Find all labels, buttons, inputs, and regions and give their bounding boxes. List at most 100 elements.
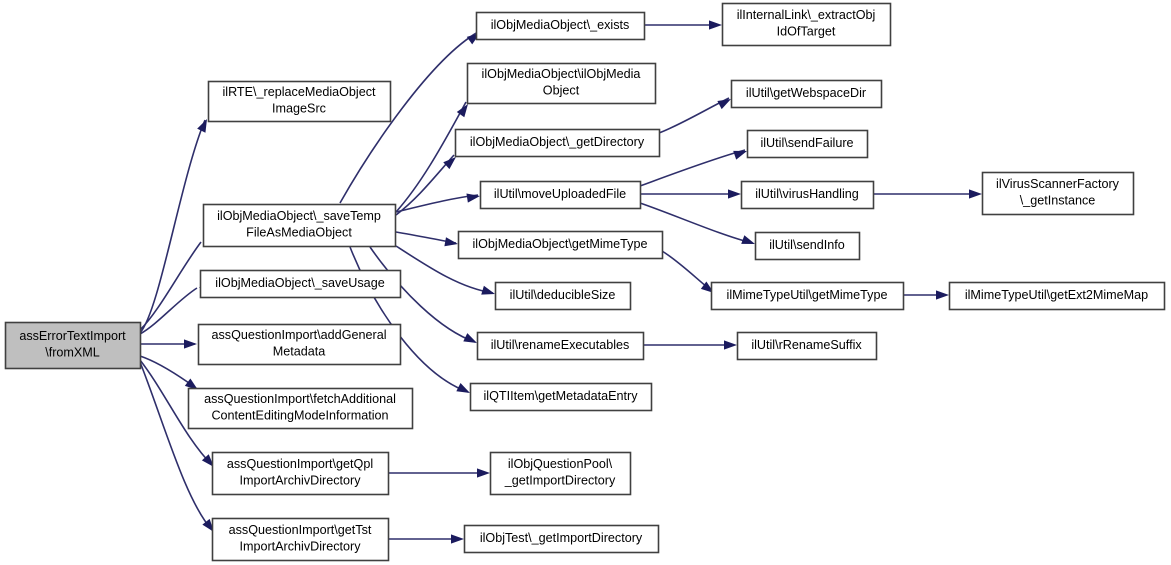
node-box-ext2mimemap[interactable] [948,281,1166,311]
edge-arrowhead-icon [936,290,949,300]
edge-arrowhead-icon [456,382,470,393]
node-label-getdirectory: ilObjMediaObject\_getDirectory [470,135,645,149]
call-edge-root-to-saveusage [139,287,198,335]
nodes-layer: assErrorTextImport \fromXML ilRTE\_replace… [4,2,1166,562]
node-label-root: \fromXML [45,346,100,360]
call-edge-savetemp-to-getmetadataentry [349,246,469,393]
graph-node-getqpl[interactable]: assQuestionImport\getQplImportArchivDire… [211,451,390,496]
node-box-virushandling[interactable] [740,180,875,210]
node-box-gettst[interactable] [211,517,390,562]
graph-node-virusfactory[interactable]: ilVirusScannerFactory\_getInstance [981,171,1135,216]
node-box-savetemp[interactable] [202,203,397,248]
node-box-saveusage[interactable] [199,269,402,299]
graph-node-rrenamesuffix[interactable]: ilUtil\rRenameSuffix [736,331,878,361]
node-box-moveuploaded[interactable] [479,180,642,210]
edge-arrowhead-icon [741,235,755,244]
graph-node-exists[interactable]: ilObjMediaObject\_exists [475,11,646,41]
node-box-ctor[interactable] [466,62,657,105]
node-label-moveuploaded: ilUtil\moveUploadedFile [494,187,626,201]
node-box-testimportdir[interactable] [463,524,660,554]
node-box-sendfailure[interactable] [746,129,869,159]
node-label-root: assErrorTextImport [19,329,126,343]
node-label-getqpl: assQuestionImport\getQpl [227,457,373,471]
node-label-getmimetype_mob: ilObjMediaObject\getMimeType [473,237,648,251]
graph-node-fetchadditional[interactable]: assQuestionImport\fetchAdditionalContent… [187,387,414,430]
graph-node-saveusage[interactable]: ilObjMediaObject\_saveUsage [199,269,402,299]
graph-node-getmimetype_mob[interactable]: ilObjMediaObject\getMimeType [457,230,664,260]
node-label-webspacedir: ilUtil\getWebspaceDir [746,86,866,100]
graph-node-sendfailure[interactable]: ilUtil\sendFailure [746,129,869,159]
node-box-deduciblesize[interactable] [494,281,632,311]
node-box-renameexec[interactable] [476,331,645,361]
node-label-addgeneral: Metadata [273,345,326,359]
node-label-gettst: ImportArchivDirectory [239,540,361,554]
edge-arrowhead-icon [184,339,197,349]
node-box-virusfactory[interactable] [981,171,1135,216]
edge-arrowhead-icon [969,189,982,199]
graph-node-moveuploaded[interactable]: ilUtil\moveUploadedFile [479,180,642,210]
graph-node-qpoolimportdir[interactable]: ilObjQuestionPool\_getImportDirectory [489,451,632,496]
edge-arrowhead-icon [451,534,464,544]
node-box-getdirectory[interactable] [454,128,661,158]
edge-arrowhead-icon [184,378,198,390]
node-label-ilrte: ilRTE\_replaceMediaObject [222,85,376,99]
graph-node-webspacedir[interactable]: ilUtil\getWebspaceDir [730,79,883,109]
node-box-webspacedir[interactable] [730,79,883,109]
graph-node-gettst[interactable]: assQuestionImport\getTstImportArchivDire… [211,517,390,562]
graph-node-ext2mimemap[interactable]: ilMimeTypeUtil\getExt2MimeMap [948,281,1166,311]
node-label-sendinfo: ilUtil\sendInfo [769,238,845,252]
node-box-rrenamesuffix[interactable] [736,331,878,361]
node-box-qpoolimportdir[interactable] [489,451,632,496]
node-label-getmetadataentry: ilQTIItem\getMetadataEntry [484,389,639,403]
node-label-virusfactory: ilVirusScannerFactory [996,177,1120,191]
call-edge-root-to-ilrte [139,119,206,334]
node-label-extractobjid: ilInternalLink\_extractObj [737,8,876,22]
graph-node-deduciblesize[interactable]: ilUtil\deducibleSize [494,281,632,311]
node-label-mimeutil: ilMimeTypeUtil\getMimeType [727,288,888,302]
edge-arrowhead-icon [477,468,490,478]
graph-node-virushandling[interactable]: ilUtil\virusHandling [740,180,875,210]
node-label-virushandling: ilUtil\virusHandling [755,187,859,201]
node-label-renameexec: ilUtil\renameExecutables [491,338,630,352]
node-box-ilrte[interactable] [207,80,392,123]
graph-node-testimportdir[interactable]: ilObjTest\_getImportDirectory [463,524,660,554]
edge-arrowhead-icon [456,104,468,118]
graph-node-renameexec[interactable]: ilUtil\renameExecutables [476,331,645,361]
node-box-extractobjid[interactable] [721,2,892,47]
node-box-root[interactable] [4,321,142,370]
node-box-addgeneral[interactable] [197,323,402,366]
call-edge-getdirectory-to-webspacedir [658,97,730,134]
node-label-extractobjid: IdOfTarget [777,25,836,39]
graph-node-getdirectory[interactable]: ilObjMediaObject\_getDirectory [454,128,661,158]
graph-node-getmetadataentry[interactable]: ilQTIItem\getMetadataEntry [469,382,653,412]
node-box-fetchadditional[interactable] [187,387,414,430]
node-box-exists[interactable] [475,11,646,41]
graph-node-ctor[interactable]: ilObjMediaObject\ilObjMediaObject [466,62,657,105]
edge-arrowhead-icon [197,119,207,133]
node-box-getmimetype_mob[interactable] [457,230,664,260]
node-box-getmetadataentry[interactable] [469,382,653,412]
node-label-savetemp: ilObjMediaObject\_saveTemp [217,209,381,223]
graph-node-sendinfo[interactable]: ilUtil\sendInfo [754,231,861,261]
node-label-testimportdir: ilObjTest\_getImportDirectory [480,531,643,545]
node-label-rrenamesuffix: ilUtil\rRenameSuffix [751,338,862,352]
edge-arrowhead-icon [444,237,458,247]
node-box-sendinfo[interactable] [754,231,861,261]
graph-node-savetemp[interactable]: ilObjMediaObject\_saveTempFileAsMediaObj… [202,203,397,248]
graph-node-root[interactable]: assErrorTextImport \fromXML [4,321,142,370]
call-edge-savetemp-to-ctor [395,101,467,213]
graph-node-mimeutil[interactable]: ilMimeTypeUtil\getMimeType [710,281,905,311]
edge-arrowhead-icon [717,99,731,110]
node-box-getqpl[interactable] [211,451,390,496]
call-edge-root-to-gettst [139,361,213,531]
node-label-fetchadditional: ContentEditingModeInformation [211,409,388,423]
node-box-mimeutil[interactable] [710,281,905,311]
node-label-ext2mimemap: ilMimeTypeUtil\getExt2MimeMap [965,288,1148,302]
call-edge-savetemp-to-renameexec [369,246,476,343]
call-edge-savetemp-to-exists [339,31,479,204]
